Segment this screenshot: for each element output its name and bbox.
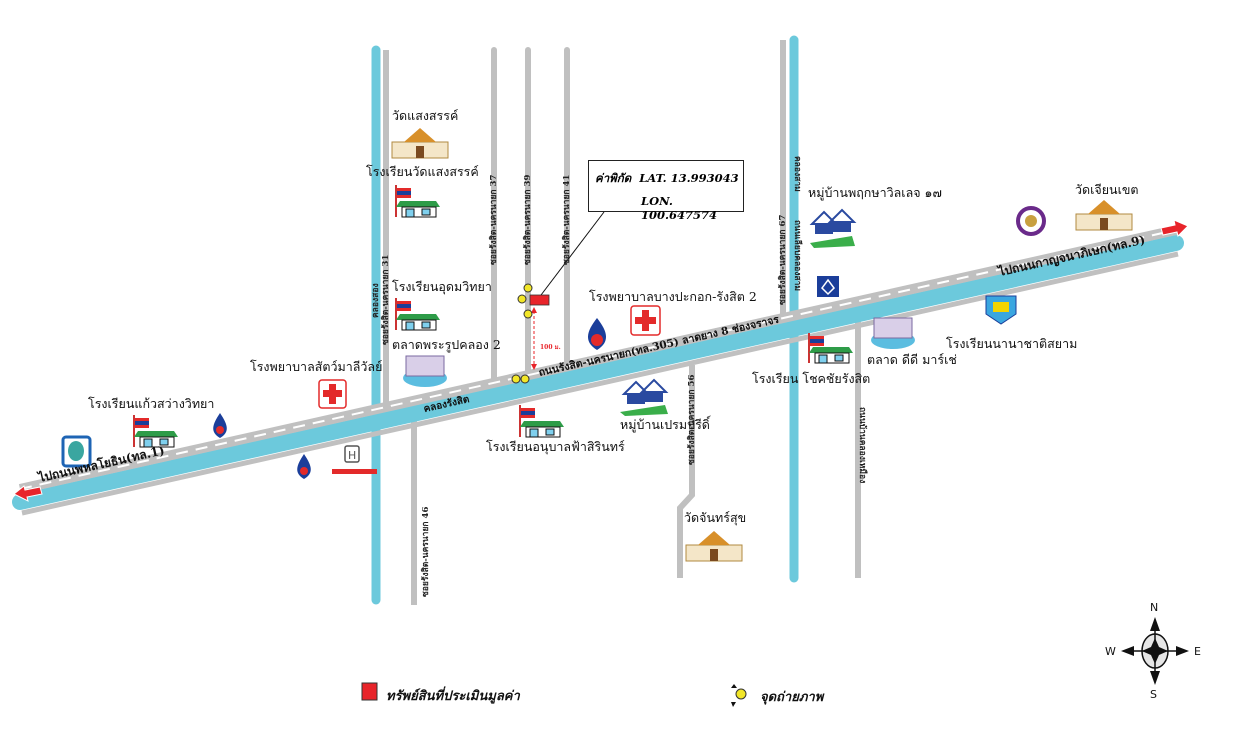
market-icon	[403, 355, 447, 387]
photo-point-icon[interactable]	[523, 309, 533, 319]
label-soi-39: ซอยรังสิต-นครนายก 39	[523, 174, 533, 265]
gas-station-icon	[297, 454, 311, 479]
label-hospital-bangpakok: โรงพยาบาลบางปะกอก-รังสิต 2	[589, 289, 757, 304]
hospital-icon	[318, 379, 347, 409]
label-school-kaewsawang: โรงเรียนแก้วสว่างวิทยา	[88, 396, 215, 411]
photo-point-icon[interactable]	[511, 374, 530, 384]
compass-rose-icon	[1121, 617, 1189, 685]
label-market-phrarup: ตลาดพระรูปคลอง 2	[392, 337, 501, 352]
label-soi-67: ซอยรังสิต-นครนายก 67	[778, 214, 788, 305]
coord-pointer-line	[537, 211, 605, 300]
main-road-dashes	[19, 229, 1177, 490]
photo-point-icon[interactable]	[523, 283, 533, 293]
svg-text:H: H	[348, 449, 356, 462]
label-soi-41: ซอยรังสิต-นครนายก 41	[562, 174, 572, 265]
label-school-saengsan: โรงเรียนวัดแสงสรรค์	[366, 164, 479, 179]
label-soi-31: ซอยรังสิต-นครนายก 31	[381, 254, 391, 345]
international-school-crest-icon	[985, 295, 1017, 325]
photo-point-icon[interactable]	[517, 294, 527, 304]
label-market-dd: ตลาด ดีดี มาร์เช่	[867, 352, 957, 367]
compass-w: W	[1105, 645, 1116, 658]
school-icon	[519, 405, 564, 438]
compass-n: N	[1150, 601, 1159, 614]
school-icon	[395, 298, 440, 331]
property-marker[interactable]	[529, 294, 550, 306]
label-village-pruksa: หมู่บ้านพฤกษาวิลเลจ ๑๗	[808, 185, 942, 200]
label-wat-chianchet: วัดเจียนเขต	[1075, 182, 1139, 197]
label-khlong-sam: คลองสาม	[792, 156, 802, 192]
coord-label: ค่าพิกัด	[595, 171, 632, 185]
coordinate-box: ค่าพิกัด LAT. 13.993043 LON. 100.647574	[588, 160, 744, 222]
label-wat-chansuk: วัดจันทร์สุข	[684, 510, 747, 525]
label-school-udom: โรงเรียนอุดมวิทยา	[392, 279, 492, 294]
west-arrow-icon	[13, 485, 43, 502]
gas-station-icon	[587, 318, 607, 350]
bangkok-bank-icon	[817, 276, 839, 297]
label-soi-46: ซอยรังสิต-นครนายก 46	[421, 506, 431, 597]
legend-photo-label: จุดถ่ายภาพ	[760, 690, 824, 705]
legend-property-swatch	[361, 682, 378, 701]
label-vet-hospital: โรงพยาบาลสัตว์มาลีวัลย์	[250, 359, 383, 374]
label-liap-khlong-sam: ถนนเลียบคลองสาม	[792, 220, 802, 291]
gas-station-icon	[213, 413, 227, 438]
label-wat-saengsan: วัดแสงสรรค์	[392, 108, 459, 123]
distance-label: 100 ม.	[540, 344, 561, 351]
legend-photo-icon	[731, 684, 747, 707]
distance-arrowhead-up	[531, 307, 537, 313]
government-seal-icon	[1016, 206, 1046, 236]
label-school-chokchai: โรงเรียน โชคชัยรังสิต	[752, 371, 871, 386]
east-arrow-icon	[1160, 219, 1189, 237]
compass-e: E	[1194, 645, 1201, 658]
label-ban-road: ถนนบ้านคลองเหมือง	[857, 407, 867, 484]
honda-dealer-icon: H	[332, 445, 377, 474]
label-khlong-song: คลองสอง	[371, 283, 381, 318]
label-village-prempree: หมู่บ้านเปรมปรีดิ์	[620, 417, 710, 432]
legend-property-label: ทรัพย์สินที่ประเมินมูลค่า	[386, 689, 520, 704]
compass-s: S	[1150, 688, 1157, 701]
temple-icon	[1075, 200, 1133, 231]
temple-icon	[391, 128, 449, 159]
coord-lat: LAT. 13.993043	[639, 171, 739, 185]
canal-rangsit	[12, 235, 1184, 510]
market-icon	[871, 317, 915, 349]
temple-icon	[685, 531, 743, 562]
school-icon	[133, 415, 178, 448]
school-icon	[395, 185, 440, 218]
hospital-icon	[630, 305, 661, 336]
village-icon	[809, 208, 857, 248]
label-school-anuban: โรงเรียนอนุบาลฟ้าสิรินทร์	[486, 439, 625, 454]
village-icon	[620, 378, 669, 416]
distance-arrowhead-down	[531, 364, 537, 370]
road-soi-56	[677, 365, 695, 578]
label-soi-37: ซอยรังสิต-นครนายก 37	[489, 174, 499, 265]
label-school-siam: โรงเรียนนานาชาติสยาม	[946, 336, 1078, 351]
school-icon	[808, 333, 853, 364]
road-lower-edge	[21, 251, 1179, 516]
coord-lon: LON. 100.647574	[641, 194, 718, 222]
bank-icon	[61, 435, 92, 468]
